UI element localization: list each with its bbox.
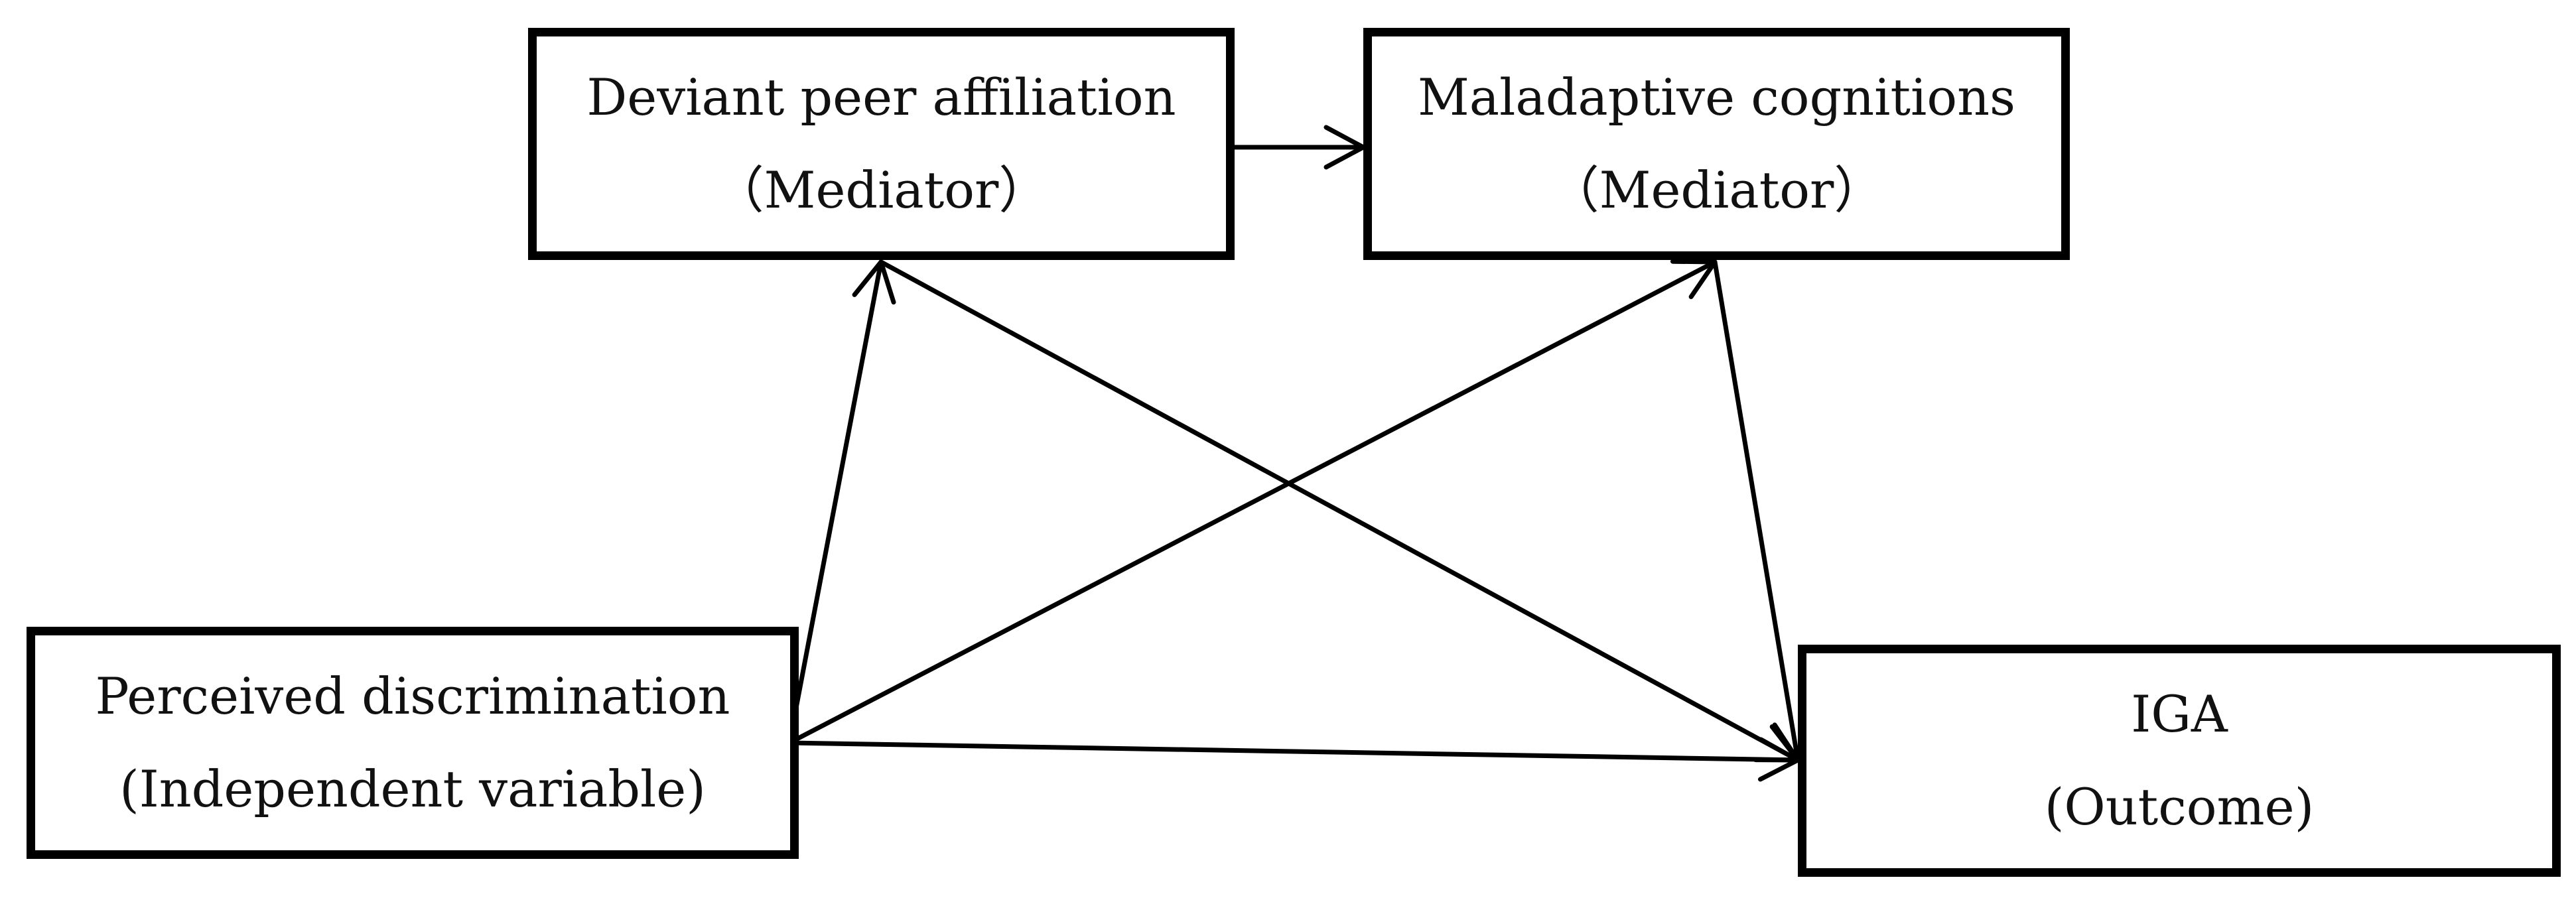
node-iga: IGA (Outcome) bbox=[1798, 645, 2561, 877]
arrow-shaft bbox=[787, 259, 1718, 745]
node-role: (Independent variable) bbox=[119, 759, 706, 818]
arrow-peer-to-iga bbox=[878, 259, 1800, 763]
arrow-discrimination-to-iga bbox=[787, 737, 1800, 782]
arrow-shaft bbox=[787, 740, 1800, 763]
arrow-peer-to-cognitions bbox=[1232, 125, 1366, 170]
node-perceived-discrimination: Perceived discrimination (Independent va… bbox=[27, 627, 799, 859]
arrow-shaft bbox=[787, 259, 884, 745]
node-role: （Mediator） bbox=[1548, 161, 1885, 220]
arrow-discrimination-to-cognitions bbox=[787, 259, 1718, 745]
node-title: Maladaptive cognitions bbox=[1417, 68, 2016, 127]
node-maladaptive-cognitions: Maladaptive cognitions （Mediator） bbox=[1363, 28, 2070, 260]
node-role: (Outcome) bbox=[2044, 777, 2315, 836]
node-title: Perceived discrimination bbox=[95, 667, 730, 726]
edge-layer bbox=[787, 125, 1814, 782]
arrow-discrimination-to-peer bbox=[787, 259, 896, 745]
node-title: IGA bbox=[2131, 684, 2228, 743]
node-role: （Mediator） bbox=[713, 161, 1050, 220]
arrow-shaft bbox=[1712, 259, 1800, 763]
node-title: Deviant peer affiliation bbox=[586, 68, 1176, 127]
node-deviant-peer-affiliation: Deviant peer affiliation （Mediator） bbox=[528, 28, 1235, 260]
arrow-cognitions-to-iga bbox=[1712, 259, 1814, 763]
arrow-shaft bbox=[878, 259, 1800, 763]
